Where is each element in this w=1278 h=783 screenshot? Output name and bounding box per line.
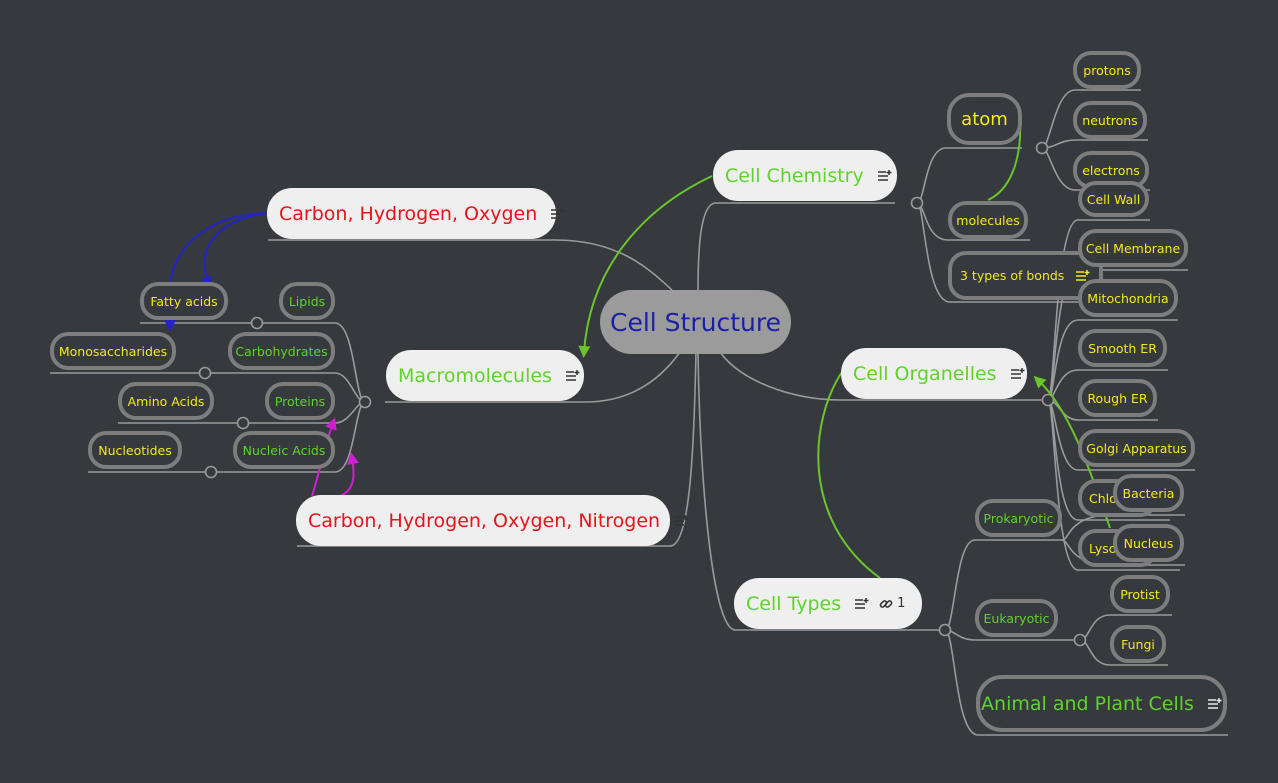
- notes-icon[interactable]: [877, 169, 892, 182]
- topic-label: Cell Organelles: [853, 362, 997, 385]
- root-topic[interactable]: Cell Structure: [600, 290, 791, 354]
- subtopic-label: Carbohydrates: [235, 343, 328, 359]
- topic-label: Carbon, Hydrogen, Oxygen, Nitrogen: [308, 509, 661, 532]
- subtopic-label: Golgi Apparatus: [1086, 440, 1187, 456]
- subtopic-label: Rough ER: [1087, 390, 1148, 406]
- topic-cell-types[interactable]: Cell Types 1: [734, 578, 922, 629]
- subtopic-label: 3 types of bonds: [960, 268, 1065, 283]
- branch-macromolecules: [385, 351, 681, 403]
- topic-cell-organelles[interactable]: Cell Organelles: [841, 348, 1027, 399]
- subtopic-nucleus[interactable]: Nucleus: [1113, 524, 1184, 562]
- relation-chemistry-macromolecules: [578, 175, 713, 358]
- subtopic-bonds[interactable]: 3 types of bonds: [948, 251, 1103, 300]
- subtopic-label: Fungi: [1121, 636, 1155, 652]
- subtopic-protist[interactable]: Protist: [1110, 575, 1170, 613]
- subtopic-label: Proteins: [274, 393, 326, 409]
- topic-label: Cell Types: [746, 592, 842, 615]
- notes-icon[interactable]: [674, 514, 688, 527]
- subtopic-label: neutrons: [1082, 112, 1138, 128]
- root-topic-label: Cell Structure: [610, 307, 781, 337]
- subtopic-bacteria[interactable]: Bacteria: [1113, 474, 1184, 512]
- subtopic-label: Mitochondria: [1087, 290, 1169, 306]
- subtopic-label: Monosaccharides: [58, 343, 168, 359]
- subtopic-label: Smooth ER: [1088, 340, 1157, 356]
- link-indicator[interactable]: 1: [879, 596, 905, 611]
- subtopic-lipids[interactable]: Lipids: [279, 282, 335, 320]
- subtopic-animal-plant-cells[interactable]: Animal and Plant Cells: [976, 675, 1227, 732]
- subtopic-organelle[interactable]: Smooth ER: [1078, 329, 1167, 367]
- relation-chon-nucleic: [339, 452, 359, 497]
- subtopic-label: Fatty acids: [150, 293, 218, 309]
- subtopic-monosaccharides[interactable]: Monosaccharides: [50, 332, 176, 370]
- subtopic-molecules[interactable]: molecules: [948, 201, 1028, 239]
- subtopic-label: Chlo: [1089, 490, 1117, 506]
- branch-cell-organelles: [719, 351, 1048, 401]
- notes-icon[interactable]: [1207, 697, 1222, 710]
- subtopic-nucleotides[interactable]: Nucleotides: [88, 431, 182, 469]
- subtopic-eukaryotic[interactable]: Eukaryotic: [975, 599, 1058, 637]
- subtopic-carbohydrates[interactable]: Carbohydrates: [228, 332, 335, 370]
- subtopic-label: Prokaryotic: [983, 510, 1054, 526]
- topic-label: Cell Chemistry: [725, 164, 864, 187]
- subtopic-label: protons: [1083, 62, 1131, 78]
- topic-macromolecules[interactable]: Macromolecules: [386, 350, 584, 401]
- branch-cho: [268, 239, 673, 291]
- subtopic-label: Amino Acids: [127, 393, 205, 409]
- subtopic-atom[interactable]: atom: [947, 93, 1022, 145]
- link-count: 1: [897, 596, 906, 611]
- relation-cho-fatty: [169, 212, 267, 284]
- notes-icon[interactable]: [855, 597, 869, 610]
- subtopic-proteins[interactable]: Proteins: [265, 382, 335, 420]
- subtopic-label: Nucleic Acids: [242, 442, 326, 458]
- notes-icon[interactable]: [1010, 367, 1025, 380]
- topic-cell-chemistry[interactable]: Cell Chemistry: [713, 150, 897, 201]
- link-icon: [879, 599, 893, 608]
- notes-icon[interactable]: [551, 207, 565, 220]
- relation-types-organelles: [817, 371, 881, 579]
- subtopic-label: Animal and Plant Cells: [981, 692, 1194, 715]
- subtopic-nucleic-acids[interactable]: Nucleic Acids: [233, 431, 335, 469]
- subtopic-neutrons[interactable]: neutrons: [1073, 101, 1147, 139]
- subtopic-label: Eukaryotic: [983, 610, 1050, 626]
- subtopic-fatty-acids[interactable]: Fatty acids: [140, 282, 228, 320]
- subtopic-label: Lyso: [1089, 540, 1117, 556]
- subtopic-label: Cell Membrane: [1085, 240, 1181, 256]
- notes-icon[interactable]: [565, 369, 580, 382]
- subtopic-label: Lipids: [288, 293, 326, 309]
- subtopic-label: Nucleus: [1123, 535, 1174, 551]
- topic-chon[interactable]: Carbon, Hydrogen, Oxygen, Nitrogen: [296, 495, 688, 546]
- subtopic-organelle[interactable]: Mitochondria: [1078, 279, 1178, 317]
- subtopic-label: Nucleotides: [98, 442, 172, 458]
- subtopic-label: molecules: [956, 212, 1020, 228]
- subtopic-protons[interactable]: protons: [1073, 51, 1141, 89]
- subtopic-label: Bacteria: [1122, 485, 1175, 501]
- relation-cho-fatty-2: [200, 212, 267, 289]
- subtopic-fungi[interactable]: Fungi: [1110, 625, 1166, 663]
- branch-cell-types: [697, 351, 945, 631]
- subtopic-prokaryotic[interactable]: Prokaryotic: [975, 499, 1062, 537]
- topic-label: Macromolecules: [398, 364, 552, 387]
- branch-cell-chemistry: [697, 202, 895, 293]
- topic-cho[interactable]: Carbon, Hydrogen, Oxygen: [267, 188, 565, 239]
- subtopic-amino-acids[interactable]: Amino Acids: [118, 382, 214, 420]
- subtopic-organelle[interactable]: Golgi Apparatus: [1078, 429, 1195, 467]
- subtopic-label: Cell Wall: [1086, 191, 1141, 207]
- subtopic-organelle[interactable]: Cell Wall: [1078, 181, 1149, 217]
- subtopic-label: electrons: [1082, 162, 1140, 178]
- subtopic-label: Protist: [1120, 586, 1160, 602]
- notes-icon[interactable]: [1076, 269, 1090, 282]
- subtopic-organelle[interactable]: Cell Membrane: [1078, 229, 1188, 267]
- topic-label: Carbon, Hydrogen, Oxygen: [279, 202, 538, 225]
- branch-chon: [297, 351, 697, 547]
- subtopic-label: atom: [961, 108, 1008, 130]
- subtopic-organelle[interactable]: Rough ER: [1078, 379, 1157, 417]
